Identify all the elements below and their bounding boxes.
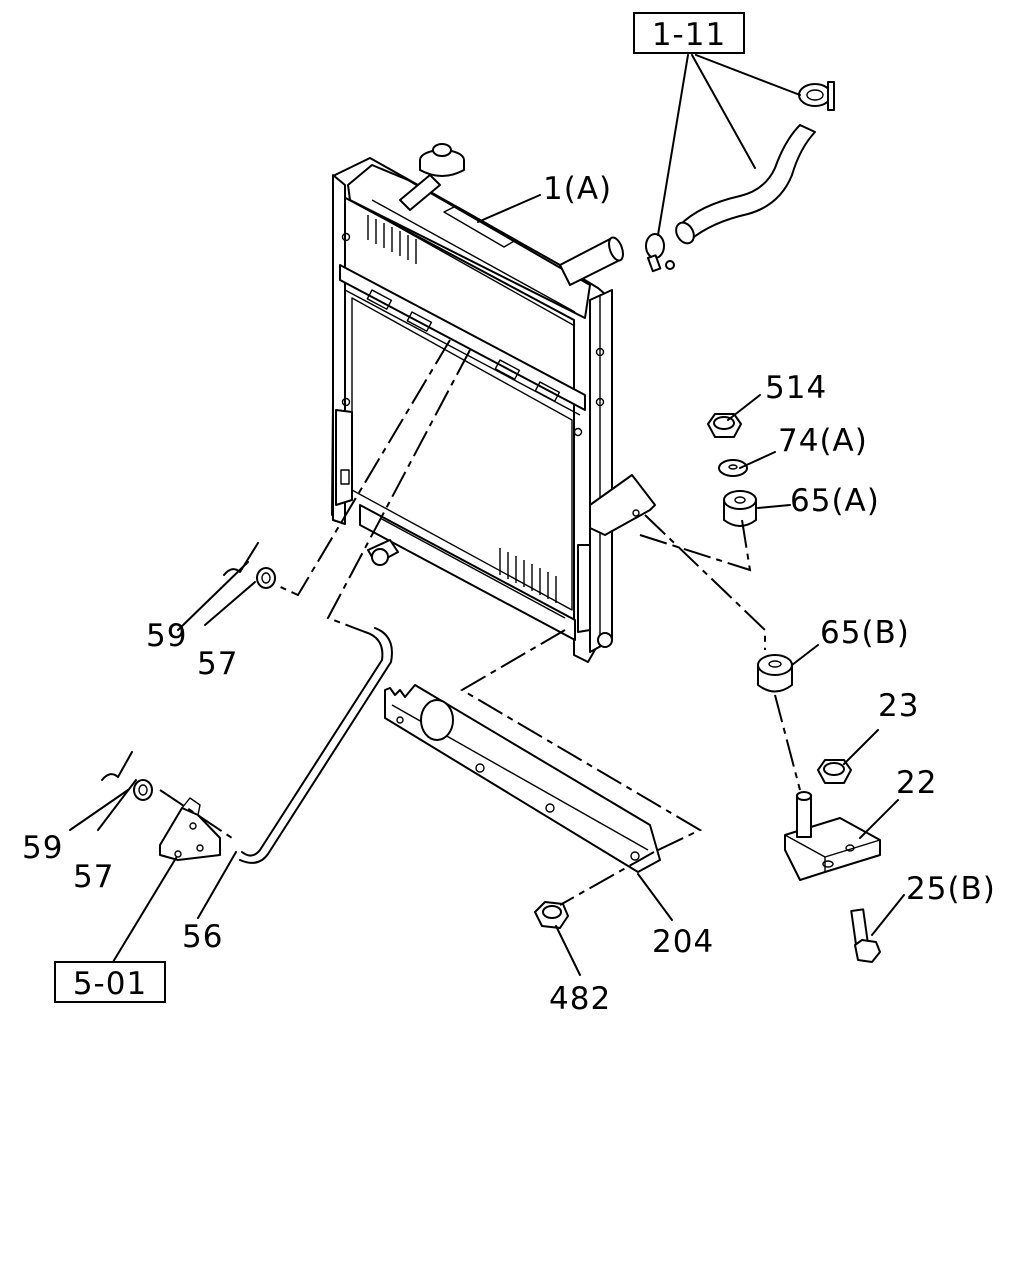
radiator-core xyxy=(331,143,656,663)
nut-482 xyxy=(534,901,569,929)
callout-59-lower: 59 xyxy=(22,830,63,866)
callout-57-upper: 57 xyxy=(197,646,238,682)
callout-23: 23 xyxy=(878,688,919,724)
callout-59-upper: 59 xyxy=(146,618,187,654)
callout-5-01: 5-01 xyxy=(73,966,147,1002)
clip-bracket-5-01 xyxy=(159,797,221,861)
callout-514: 514 xyxy=(765,370,827,406)
callout-25b: 25(B) xyxy=(906,871,996,907)
callout-482: 482 xyxy=(549,981,611,1017)
rubber-mount-65b xyxy=(757,654,793,693)
callout-1a: 1(A) xyxy=(543,171,612,207)
lower-plate-204 xyxy=(384,684,661,873)
callout-56: 56 xyxy=(182,919,223,955)
callout-65b: 65(B) xyxy=(820,615,910,651)
washer-57-lower xyxy=(133,779,153,801)
clip-59-lower xyxy=(101,751,133,781)
bracket-22 xyxy=(784,791,881,881)
dash-lines xyxy=(159,339,801,906)
callout-1-11: 1-11 xyxy=(652,17,726,53)
callout-labels: 1-11 1(A) 514 74(A) 65(A) 65(B) 23 22 25… xyxy=(22,12,996,1017)
upper-hose xyxy=(645,81,835,273)
leader-lines xyxy=(69,54,905,976)
overflow-hose-56 xyxy=(239,627,393,864)
ref-box-5-01 xyxy=(54,961,166,1003)
callout-74a: 74(A) xyxy=(778,423,868,459)
washer-74a xyxy=(718,459,748,477)
washer-57-upper xyxy=(256,567,276,589)
nut-23 xyxy=(817,759,852,784)
rubber-mount-65a xyxy=(723,490,757,527)
callout-204: 204 xyxy=(652,924,714,960)
ref-box-1-11 xyxy=(633,12,745,54)
callout-22: 22 xyxy=(896,765,937,801)
bolt-25b xyxy=(850,908,881,963)
callout-57-lower: 57 xyxy=(73,859,114,895)
clip-59-upper xyxy=(223,542,259,576)
nut-514 xyxy=(707,413,742,438)
callout-65a: 65(A) xyxy=(790,483,880,519)
